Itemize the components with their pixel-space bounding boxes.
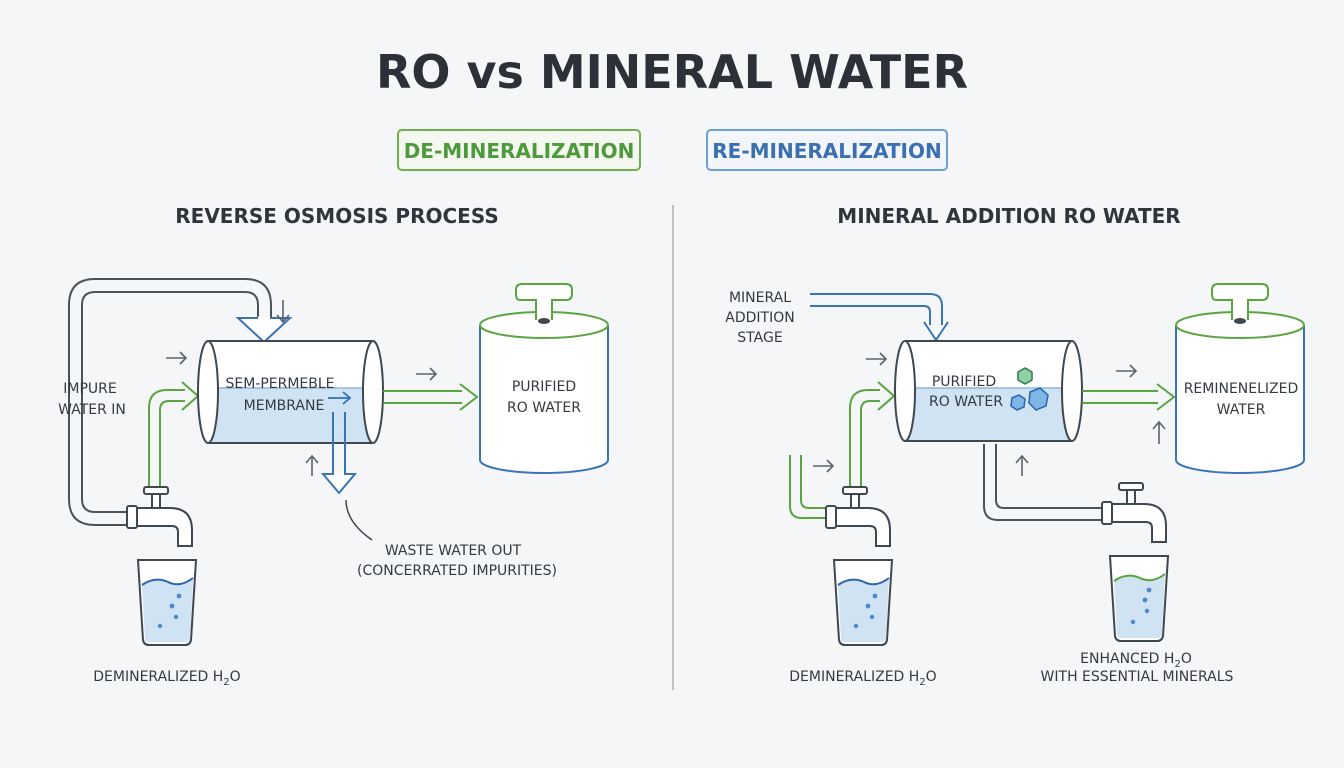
input-label-line1: IMPURE <box>63 381 116 397</box>
remineralized-tank-label-line1: REMINENELIZED <box>1184 381 1299 397</box>
demineralization-badge: DE-MINERALIZATION <box>397 129 641 171</box>
faucet-icon-right-1 <box>825 486 891 547</box>
demineralized-glass-icon-right <box>832 559 894 646</box>
right-panel: MINERAL ADDITION RO WATER MINERAL ADDITI… <box>725 204 1305 688</box>
chamber-label-line2: RO WATER <box>929 394 1003 410</box>
mineral-crystals-icon <box>1010 367 1049 411</box>
mineral-stage-label-line2: ADDITION <box>725 310 794 326</box>
membrane-label-line2: MEMBRANE <box>244 398 325 414</box>
input-label-line2: WATER IN <box>58 402 126 418</box>
remineralization-badge-text: RE-MINERALIZATION <box>712 139 941 163</box>
mineral-chamber-cylinder: PURIFIED RO WATER <box>894 340 1083 442</box>
right-glass2-label-line1: ENHANCED H2O <box>1080 651 1192 670</box>
remineralized-water-tank: REMINENELIZED WATER <box>1175 283 1305 474</box>
enhanced-mineral-glass-icon <box>1108 555 1170 642</box>
impure-water-feed-pipe <box>68 278 293 526</box>
green-inlet-pipe <box>148 381 200 490</box>
waste-label-line2: (CONCERRATED IMPURITIES) <box>357 563 557 579</box>
flow-direction-arrows-right <box>813 352 1166 476</box>
demineralized-glass-icon <box>136 559 198 646</box>
grey-outlet-pipe-right <box>983 444 1104 521</box>
faucet-icon <box>126 486 193 547</box>
chamber-label-line1: PURIFIED <box>932 374 996 390</box>
page-title: RO vs MINERAL WATER <box>376 45 968 99</box>
green-inlet-pipe-right <box>789 381 896 519</box>
demineralization-badge-text: DE-MINERALIZATION <box>404 139 635 163</box>
left-panel: REVERSE OSMOSIS PROCESS <box>58 204 609 688</box>
remineralized-outlet-pipe <box>1082 383 1176 411</box>
right-glass1-label: DEMINERALIZED H2O <box>789 669 936 688</box>
membrane-label-line1: SEM-PERMEBLE <box>225 376 334 392</box>
tank-label-line1: PURIFIED <box>512 379 576 395</box>
tank-label-line2: RO WATER <box>507 400 581 416</box>
waste-label-leader <box>345 499 373 541</box>
faucet-icon-right-2 <box>1101 482 1167 543</box>
waste-label-line1: WASTE WATER OUT <box>385 543 522 559</box>
mineral-stage-label-line3: STAGE <box>737 330 782 346</box>
mineral-feed-pipe <box>810 293 949 342</box>
waste-outlet-pipe <box>320 412 358 495</box>
right-glass2-label-line2: WITH ESSENTIAL MINERALS <box>1041 669 1234 685</box>
mineral-stage-label-line1: MINERAL <box>729 290 791 306</box>
flow-direction-arrows <box>166 300 438 476</box>
left-glass-label: DEMINERALIZED H2O <box>93 669 240 688</box>
right-panel-heading: MINERAL ADDITION RO WATER <box>837 204 1180 228</box>
purified-outlet-pipe <box>383 383 479 411</box>
remineralized-tank-label-line2: WATER <box>1217 402 1266 418</box>
remineralization-badge: RE-MINERALIZATION <box>706 129 948 171</box>
membrane-cylinder: SEM-PERMEBLE MEMBRANE <box>197 340 384 444</box>
left-panel-heading: REVERSE OSMOSIS PROCESS <box>175 204 498 228</box>
purified-water-tank: PURIFIED RO WATER <box>479 283 609 474</box>
